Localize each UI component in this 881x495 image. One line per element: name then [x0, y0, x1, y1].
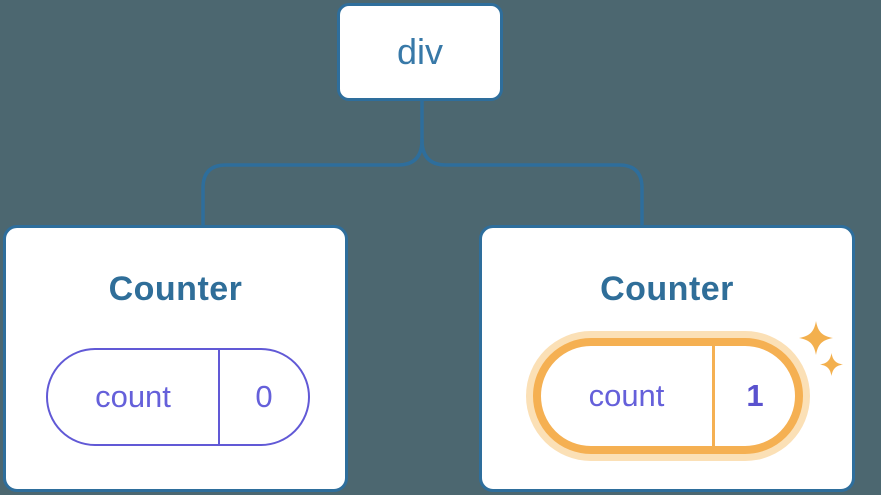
- state-pill-right-highlighted: count 1: [533, 338, 803, 454]
- sparkle-large-icon: [799, 321, 833, 355]
- state-pill-left: count 0: [46, 348, 310, 446]
- counter-right-title: Counter: [600, 270, 734, 308]
- state-pill-right-key: count: [588, 378, 665, 413]
- state-pill-left-value: 0: [255, 379, 273, 414]
- state-pill-left-key: count: [95, 379, 171, 414]
- root-node-div: div: [337, 3, 503, 101]
- state-pill-right-divider: [712, 346, 715, 446]
- connector-left-branch: [201, 138, 424, 226]
- connector-right-branch: [420, 138, 644, 226]
- state-pill-left-divider: [218, 350, 220, 444]
- counter-left-title: Counter: [108, 270, 243, 308]
- counter-card-right: Counter count 1: [479, 225, 855, 492]
- root-node-label: div: [396, 31, 444, 72]
- sparkle-small-icon: [820, 353, 843, 376]
- state-pill-right-value: 1: [746, 378, 764, 413]
- counter-card-left: Counter count 0: [3, 225, 348, 492]
